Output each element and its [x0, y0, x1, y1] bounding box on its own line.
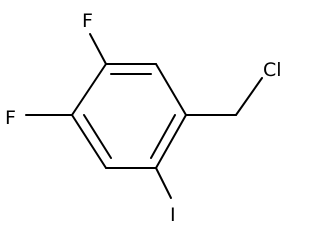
atom-label-f-left: F — [5, 107, 16, 129]
structure-diagram: F F Cl I — [5, 10, 282, 226]
bond-ch2-cl — [235, 77, 263, 116]
double-bond-c6-c1 — [83, 114, 112, 159]
bond-c5-i — [155, 167, 172, 199]
bond-c4-c5 — [155, 114, 187, 169]
atom-label-cl: Cl — [263, 59, 282, 81]
double-bond-c4-c5 — [150, 114, 176, 159]
bond-c3-c4 — [155, 63, 187, 116]
bond-c2-f-top — [89, 33, 107, 65]
atom-label-i: I — [170, 204, 176, 226]
bond-c6-c1 — [71, 114, 107, 169]
atom-label-f-top: F — [82, 10, 93, 32]
bond-c1-c2 — [71, 63, 107, 116]
